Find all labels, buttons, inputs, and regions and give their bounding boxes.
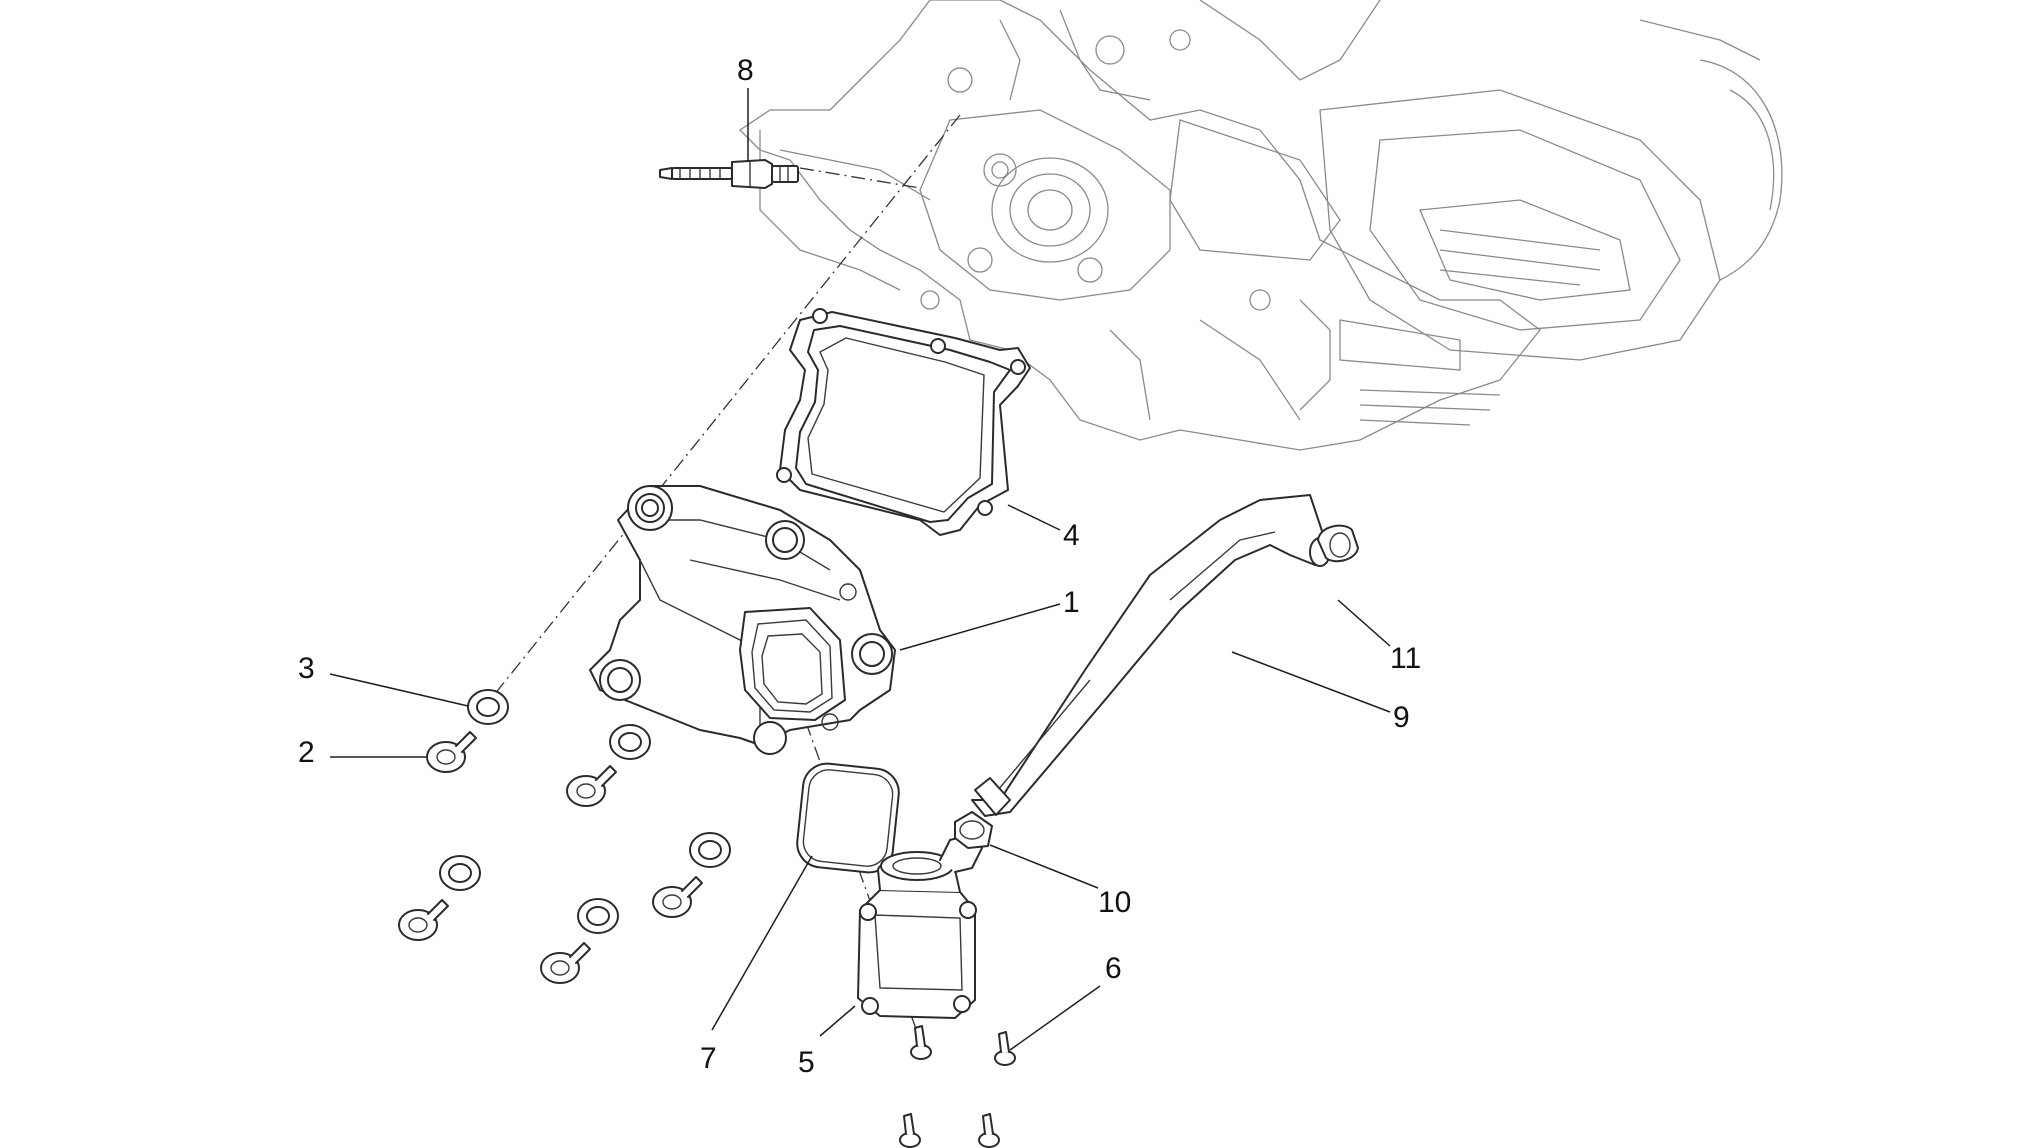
washer[interactable]	[439, 855, 481, 891]
washer[interactable]	[577, 898, 619, 934]
washer[interactable]	[467, 689, 509, 725]
callout-9: 9	[1393, 701, 1410, 734]
flange-bolt[interactable]	[426, 731, 477, 773]
callout-labels: 8 4 1 11 9 3 2 10 6 7 5	[298, 54, 1421, 1079]
hose-clamp-large[interactable]	[1317, 524, 1359, 563]
callout-7: 7	[700, 1042, 717, 1075]
callout-2: 2	[298, 736, 315, 769]
callout-1: 1	[1063, 586, 1080, 619]
leader-lines	[329, 88, 1391, 1051]
callout-11: 11	[1390, 642, 1421, 675]
small-screw[interactable]	[994, 1031, 1016, 1066]
spark-plug[interactable]	[659, 159, 799, 189]
flange-bolts[interactable]	[398, 731, 703, 984]
flange-bolt[interactable]	[566, 765, 617, 807]
washer[interactable]	[689, 832, 731, 868]
washers[interactable]	[439, 689, 731, 934]
callout-5: 5	[798, 1046, 815, 1079]
assembly-centerlines	[489, 114, 961, 1041]
cover-gasket[interactable]	[776, 308, 1031, 536]
callout-10: 10	[1098, 886, 1131, 919]
engine-block	[738, 0, 1783, 451]
callout-3: 3	[298, 652, 315, 685]
callout-4: 4	[1063, 519, 1080, 552]
breather-seal[interactable]	[795, 761, 901, 874]
breather-hose[interactable]	[971, 494, 1331, 817]
flange-bolt[interactable]	[398, 899, 449, 941]
washer[interactable]	[609, 724, 651, 760]
small-screws[interactable]	[899, 1025, 1016, 1148]
small-screw[interactable]	[978, 1113, 1000, 1148]
valve-cover[interactable]	[589, 485, 896, 755]
callout-6: 6	[1105, 952, 1122, 985]
small-screw[interactable]	[899, 1113, 921, 1148]
small-screw[interactable]	[910, 1025, 932, 1060]
breather-housing[interactable]	[857, 833, 983, 1019]
flange-bolt[interactable]	[540, 942, 591, 984]
flange-bolt[interactable]	[652, 876, 703, 918]
hose-clamp-small[interactable]	[954, 811, 993, 849]
callout-8: 8	[737, 54, 754, 87]
